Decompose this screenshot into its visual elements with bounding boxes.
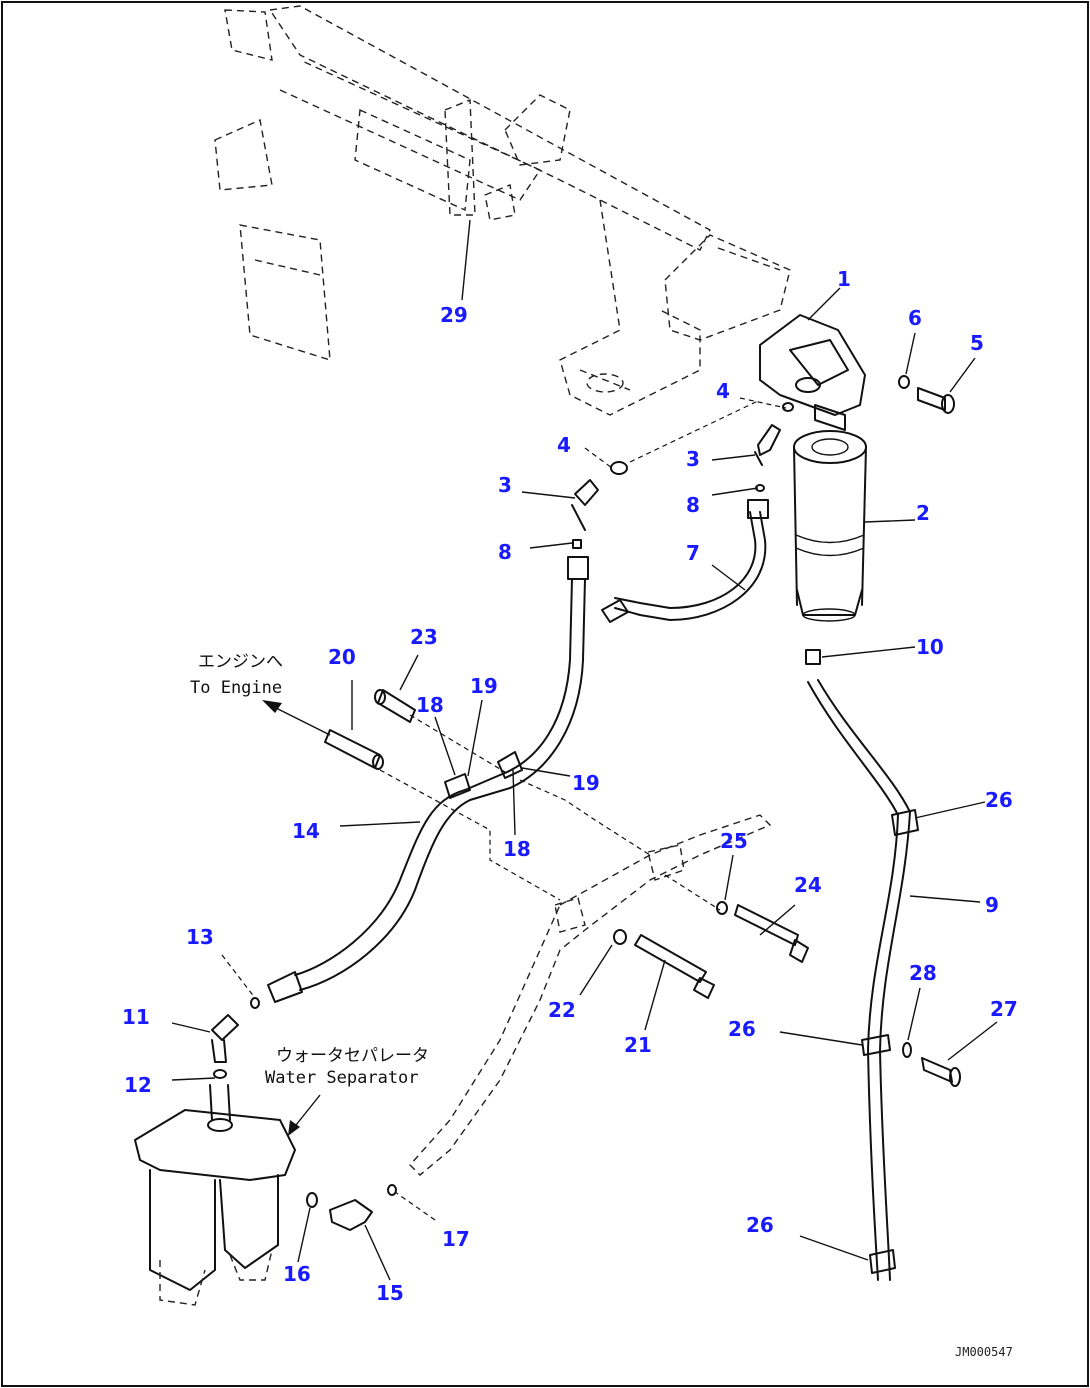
callout-27: 27 [990,997,1018,1021]
callout-7: 7 [686,541,700,565]
bracket-phantom [379,714,809,1176]
callout-26b: 26 [728,1017,756,1041]
drawing-code: JM000547 [955,1345,1013,1359]
water-separator-jp-label: ウォータセパレータ [276,1046,429,1066]
callout-12: 12 [124,1073,152,1097]
callout-8a: 8 [686,493,700,517]
callout-3b: 3 [498,473,512,497]
callout-20: 20 [328,645,356,669]
callout-23: 23 [410,625,438,649]
callout-4b: 4 [557,433,571,457]
callout-25: 25 [720,829,748,853]
callout-26c: 26 [746,1213,774,1237]
callout-22: 22 [548,998,576,1022]
hardware [571,375,955,665]
filter-cartridge [793,430,867,622]
callout-3a: 3 [686,447,700,471]
callout-15: 15 [376,1281,404,1305]
callout-1: 1 [837,267,851,291]
callout-9: 9 [985,893,999,917]
hose-7 [601,499,769,623]
callout-16: 16 [283,1262,311,1286]
callout-19b: 19 [572,771,600,795]
callout-17: 17 [442,1227,470,1251]
leader-lines [171,219,998,1281]
callout-19a: 19 [470,674,498,698]
callout-labels: 1 2 3 3 4 4 5 6 7 8 8 9 10 11 12 13 14 1… [122,267,1018,1305]
hose-supply [499,556,589,789]
hose-14 [267,751,523,1003]
callout-4a: 4 [716,379,730,403]
callout-24: 24 [794,873,822,897]
water-separator-en-label: Water Separator [265,1068,419,1088]
callout-21: 21 [624,1033,652,1057]
pipes [262,689,416,770]
callout-8b: 8 [498,540,512,564]
hose-9 [807,679,961,1281]
callout-14: 14 [292,819,320,843]
callout-28: 28 [909,961,937,985]
callout-5: 5 [970,331,984,355]
callout-26a: 26 [985,788,1013,812]
callout-29: 29 [440,303,468,327]
callout-11: 11 [122,1005,150,1029]
callout-6: 6 [908,306,922,330]
callout-18a: 18 [416,693,444,717]
frame-phantom [214,5,791,416]
water-separator [134,997,397,1306]
to-engine-en-label: To Engine [190,678,282,698]
to-engine-jp-label: エンジンへ [198,652,283,672]
callout-10: 10 [916,635,944,659]
filter-head [759,314,866,431]
callout-18b: 18 [503,837,531,861]
callout-13: 13 [186,925,214,949]
callout-2: 2 [916,501,930,525]
